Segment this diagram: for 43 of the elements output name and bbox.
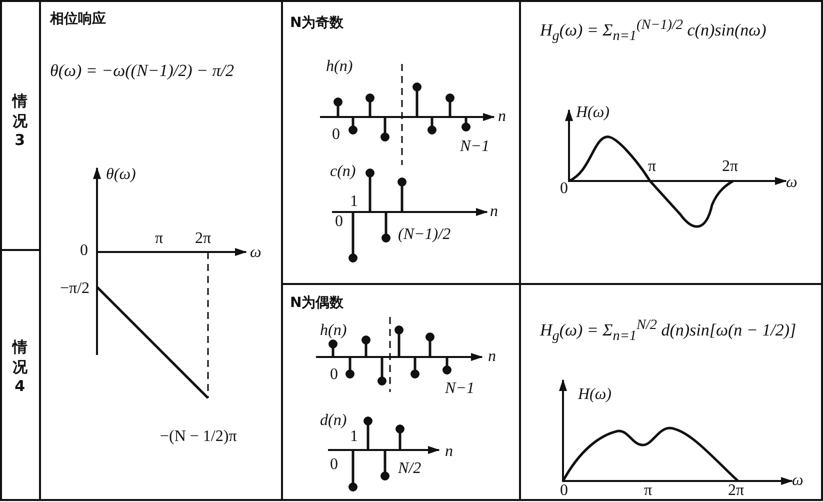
phase-formula: θ(ω) = −ω((N−1)/2) − π/2 xyxy=(50,62,234,81)
tick-label: π xyxy=(644,482,652,500)
tick-label: 0 xyxy=(330,366,338,384)
tick-label: 0 xyxy=(560,482,568,500)
tick-label: π xyxy=(648,158,656,176)
axis-label: ω xyxy=(786,174,798,192)
tick-label: N−1 xyxy=(445,380,474,398)
tick-label: 0 xyxy=(80,242,88,260)
column-heading: N为偶数 xyxy=(290,296,344,312)
row-header: 情况4 xyxy=(12,338,28,396)
axis-label: H(ω) xyxy=(576,104,610,122)
axis-label: d(n) xyxy=(320,412,347,430)
tick-label: N−1 xyxy=(460,138,490,156)
tick-label: 2π xyxy=(722,158,738,176)
axis-label: H(ω) xyxy=(578,386,612,404)
axis-label: ω xyxy=(792,472,804,490)
tick-label: 1 xyxy=(350,428,358,446)
amplitude-formula: H$_{g}$(ω) = Σ$_{n=1}$$^{(N−1)/2}$ c(n)sin(nω) xyxy=(540,18,766,45)
column-heading: N为奇数 xyxy=(290,16,344,32)
axis-label: θ(ω) xyxy=(106,166,136,184)
axis-label: n xyxy=(445,443,453,461)
tick-label: 2π xyxy=(728,482,744,500)
tick-label: N/2 xyxy=(398,460,422,478)
tick-label: 0 xyxy=(332,126,340,144)
tick-label: 2π xyxy=(195,230,212,248)
tick-label: −(N − 1/2)π xyxy=(160,428,237,446)
tick-label: 0 xyxy=(560,180,568,198)
axis-label: c(n) xyxy=(330,163,356,181)
tick-label: 1 xyxy=(350,193,358,211)
axis-label: n xyxy=(490,203,498,221)
tick-label: 0 xyxy=(330,456,338,474)
tick-label: (N−1)/2 xyxy=(398,226,451,244)
column-heading: 相位响应 xyxy=(50,12,106,28)
axis-label: h(n) xyxy=(326,58,353,76)
tick-label: π xyxy=(155,230,164,248)
axis-label: ω xyxy=(250,244,262,262)
tick-label: −π/2 xyxy=(60,280,90,298)
axis-label: n xyxy=(498,108,506,126)
row-header: 情况3 xyxy=(12,92,28,150)
tick-label: 0 xyxy=(335,213,343,231)
axis-label: h(n) xyxy=(320,322,347,340)
axis-label: n xyxy=(488,348,496,366)
amplitude-formula: H$_{g}$(ω) = Σ$_{n=1}$$^{N/2}$ d(n)sin[ω(n − 1/2)] xyxy=(540,318,796,345)
